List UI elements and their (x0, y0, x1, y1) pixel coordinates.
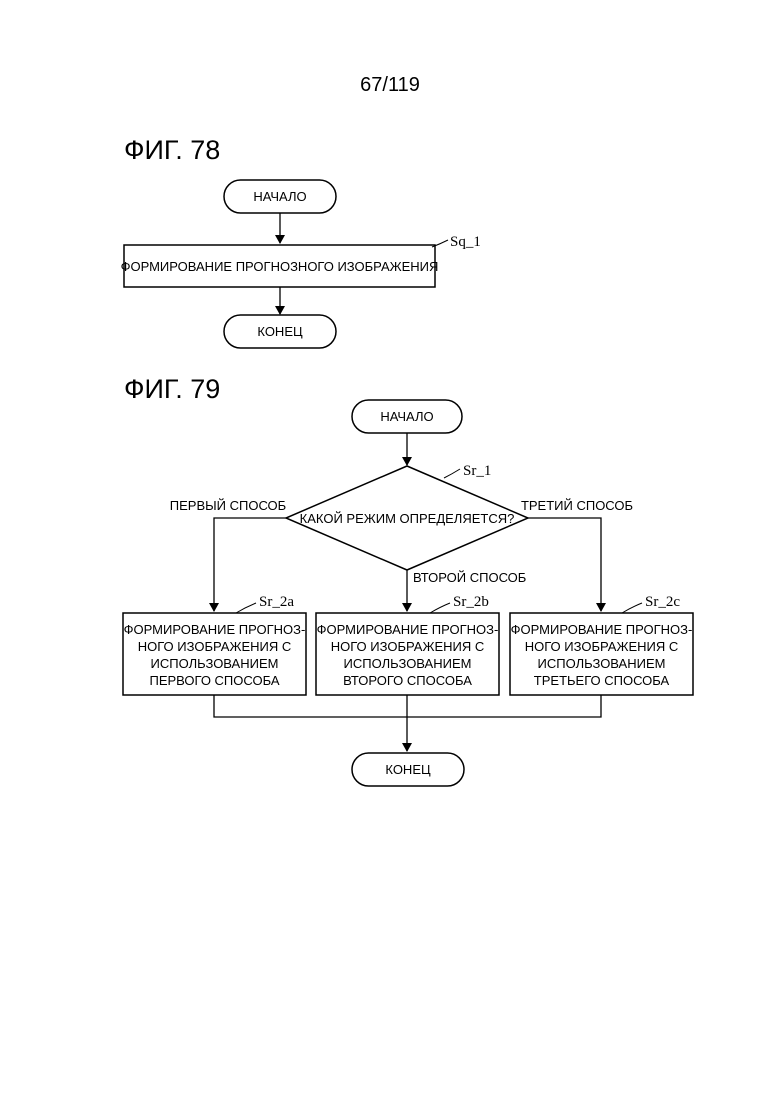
fig79-branch-middle-label: ВТОРОЙ СПОСОБ (413, 570, 526, 585)
fig79-process-box-b: ФОРМИРОВАНИЕ ПРОГНОЗ- НОГО ИЗОБРАЖЕНИЯ С… (316, 613, 499, 695)
fig78-process-label: ФОРМИРОВАНИЕ ПРОГНОЗНОГО ИЗОБРАЖЕНИЯ (121, 259, 439, 274)
fig78-process-box: ФОРМИРОВАНИЕ ПРОГНОЗНОГО ИЗОБРАЖЕНИЯ (121, 245, 439, 287)
fig79-box-c-line-4: ТРЕТЬЕГО СПОСОБА (534, 673, 670, 688)
fig78-start-label: НАЧАЛО (253, 189, 306, 204)
fig79-box-c-line-3: ИСПОЛЬЗОВАНИЕМ (538, 656, 666, 671)
fig79-process-box-a: ФОРМИРОВАНИЕ ПРОГНОЗ- НОГО ИЗОБРАЖЕНИЯ С… (123, 613, 306, 695)
fig79-end-terminal: КОНЕЦ (352, 753, 464, 786)
page-number: 67/119 (360, 74, 420, 96)
fig79-ref-sr1: Sr_1 (463, 463, 491, 479)
fig79-ref-sr2a: Sr_2a (259, 594, 294, 610)
fig78-ref-leader (432, 240, 448, 247)
fig79-box-c-line-2: НОГО ИЗОБРАЖЕНИЯ С (525, 639, 679, 654)
fig79-ref-sr2c: Sr_2c (645, 594, 680, 610)
fig79-decision-diamond: КАКОЙ РЕЖИМ ОПРЕДЕЛЯЕТСЯ? (286, 466, 528, 570)
fig79-decision-label: КАКОЙ РЕЖИМ ОПРЕДЕЛЯЕТСЯ? (300, 511, 515, 526)
fig79-box-a-line-3: ИСПОЛЬЗОВАНИЕМ (151, 656, 279, 671)
fig79-box-a-line-4: ПЕРВОГО СПОСОБА (149, 673, 279, 688)
fig78-ref-sq1: Sq_1 (450, 234, 481, 250)
fig79-box-b-line-4: ВТОРОГО СПОСОБА (343, 673, 472, 688)
fig79-ref-sr2b: Sr_2b (453, 594, 489, 610)
fig79-decision-ref-leader (444, 469, 460, 478)
fig79-box-b-line-2: НОГО ИЗОБРАЖЕНИЯ С (331, 639, 485, 654)
fig79-start-label: НАЧАЛО (380, 409, 433, 424)
fig79-start-terminal: НАЧАЛО (352, 400, 462, 433)
fig78-title: ФИГ. 78 (124, 135, 220, 165)
fig78-end-label: КОНЕЦ (257, 324, 303, 339)
fig79-branch-right-connector (528, 518, 601, 611)
fig79-box-a-line-1: ФОРМИРОВАНИЕ ПРОГНОЗ- (124, 622, 306, 637)
fig79-end-label: КОНЕЦ (385, 762, 431, 777)
fig79-process-box-c: ФОРМИРОВАНИЕ ПРОГНОЗ- НОГО ИЗОБРАЖЕНИЯ С… (510, 613, 693, 695)
fig79-branch-right-label: ТРЕТИЙ СПОСОБ (521, 498, 633, 513)
fig79-box-c-line-1: ФОРМИРОВАНИЕ ПРОГНОЗ- (511, 622, 693, 637)
fig78-start-terminal: НАЧАЛО (224, 180, 336, 213)
fig79-box-a-line-2: НОГО ИЗОБРАЖЕНИЯ С (138, 639, 292, 654)
fig79-box-c-ref-leader (622, 603, 642, 613)
fig79-box-b-ref-leader (430, 603, 450, 613)
fig79-box-a-ref-leader (236, 603, 256, 613)
fig79-box-b-line-3: ИСПОЛЬЗОВАНИЕМ (344, 656, 472, 671)
fig78-end-terminal: КОНЕЦ (224, 315, 336, 348)
fig79-title: ФИГ. 79 (124, 374, 220, 404)
fig79-branch-left-label: ПЕРВЫЙ СПОСОБ (170, 498, 286, 513)
fig79-box-b-line-1: ФОРМИРОВАНИЕ ПРОГНОЗ- (317, 622, 499, 637)
